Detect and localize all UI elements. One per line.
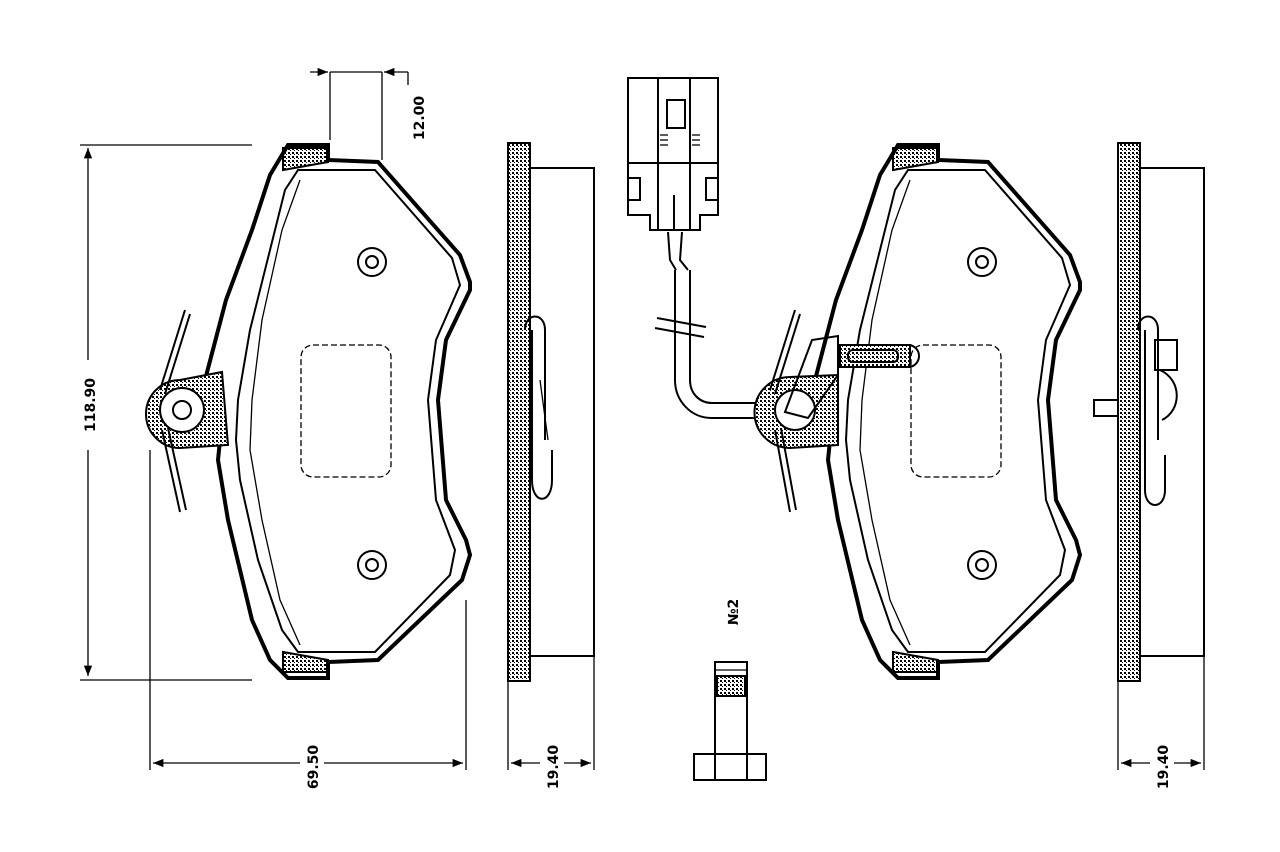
right-pad-side-view: 19.40 <box>1093 142 1205 792</box>
lug-width-label: 12.00 <box>412 96 428 141</box>
width-label: 69.50 <box>306 745 322 790</box>
left-pad-side-view: 19.40 <box>507 142 595 792</box>
wear-sensor-connector <box>627 77 770 419</box>
left-pad-front-view <box>145 143 473 680</box>
height-label: 118.90 <box>83 378 99 432</box>
dimension-width: 69.50 <box>149 450 467 792</box>
thickness-right-label: 19.40 <box>1156 745 1172 790</box>
mounting-bolt: №2 <box>693 599 767 781</box>
bolt-count-label: №2 <box>726 599 742 626</box>
dimension-lug: 12.00 <box>310 67 428 160</box>
dimension-height: 118.90 <box>78 144 252 681</box>
right-pad-front-view <box>753 143 1083 680</box>
thickness-left-label: 19.40 <box>546 745 562 790</box>
